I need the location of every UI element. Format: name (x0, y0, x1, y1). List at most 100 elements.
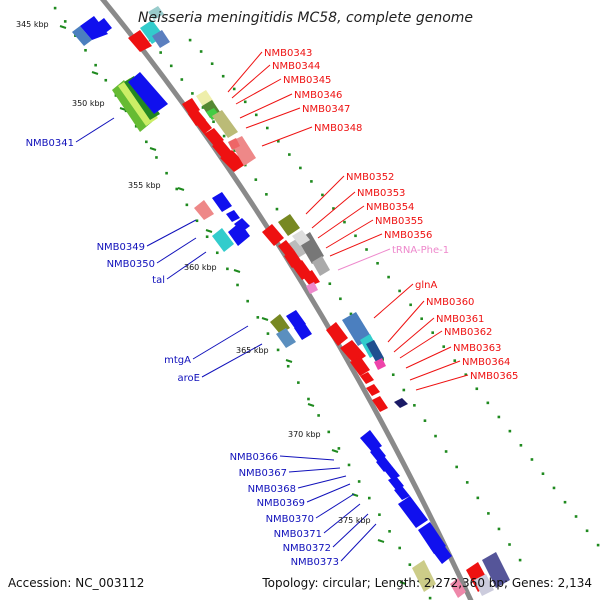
forward-gene-label: NMB0348 (314, 123, 362, 134)
gc-dot (201, 106, 205, 109)
label-connector (315, 493, 355, 519)
gc-dot (236, 283, 239, 287)
gc-dot (413, 404, 416, 407)
gc-dot (518, 558, 522, 562)
forward-gene-label: NMB0360 (426, 297, 474, 308)
gc-dot (286, 364, 290, 368)
forward-gene-label: NMB0363 (453, 343, 501, 354)
gc-dot (343, 220, 346, 224)
forward-gene-arrow (204, 128, 224, 146)
label-connector (245, 107, 301, 129)
tick-dash (307, 403, 315, 407)
reverse-gene-label: NMB0371 (274, 529, 322, 540)
accession-text: Accession: NC_003112 (8, 576, 144, 590)
reverse-gene-arrow (398, 496, 428, 528)
label-connector (288, 467, 341, 473)
kbp-tick-label: 350 kbp (72, 99, 105, 108)
gc-dot (53, 6, 57, 10)
tick-dash (149, 147, 157, 151)
gc-dot (585, 529, 589, 533)
genome-backbone (99, 0, 474, 600)
gc-dot (541, 472, 545, 475)
gc-dot (63, 20, 67, 23)
gc-dot (455, 465, 458, 469)
forward-gene-label: NMB0344 (272, 61, 320, 72)
cog-box (482, 552, 510, 588)
kbp-tick-label: 355 kbp (128, 181, 161, 190)
gc-dot (328, 282, 332, 286)
forward-gene-label: glnA (415, 280, 437, 291)
reverse-gene-arrow (72, 26, 92, 46)
gc-dot (275, 207, 279, 211)
forward-gene-label: NMB0356 (384, 230, 432, 241)
gc-dot (233, 149, 236, 152)
gc-dot (199, 50, 203, 53)
gc-dot (222, 134, 226, 138)
label-connector (239, 93, 293, 119)
gc-dot (508, 429, 512, 433)
label-connector (235, 78, 282, 105)
gc-dot (243, 100, 247, 104)
label-connector (156, 237, 197, 264)
gc-dot (453, 359, 457, 362)
reverse-gene-arrow (388, 476, 404, 490)
gc-dot (339, 297, 342, 301)
cog-box (228, 138, 240, 150)
gc-dot (226, 267, 229, 271)
tick-dash (205, 229, 213, 233)
gene-labels: NMB0343NMB0344NMB0345NMB0346NMB0347NMB03… (26, 48, 519, 568)
tick-dash (233, 269, 241, 273)
label-connector (373, 283, 414, 319)
forward-gene-arrow (326, 322, 348, 346)
kbp-tick-label: 375 kbp (338, 516, 371, 525)
gc-dot (212, 120, 215, 124)
forward-gene-arrow (366, 384, 380, 396)
forward-gene-label: NMB0362 (444, 327, 492, 338)
forward-gene-label: NMB0361 (436, 314, 484, 325)
label-connector (415, 374, 469, 391)
reverse-gene-arrow (360, 430, 382, 452)
forward-gene-arrow (350, 356, 370, 376)
reverse-gene-arrow (212, 192, 232, 212)
label-connector (306, 483, 351, 503)
label-connector (166, 251, 207, 280)
forward-gene-label: NMB0354 (366, 202, 414, 213)
gc-dot (354, 234, 357, 238)
reverse-gene-arrow (226, 210, 240, 222)
cog-box (212, 110, 238, 138)
gc-dot (195, 219, 199, 223)
gc-dot (508, 543, 511, 546)
cog-box (278, 214, 300, 236)
forward-gene-label: NMB0352 (346, 172, 394, 183)
label-connector (323, 503, 361, 534)
gc-dot (423, 419, 427, 422)
gc-dot (276, 348, 280, 352)
label-connector (227, 51, 263, 93)
gc-dot (387, 275, 390, 279)
label-connector (305, 175, 345, 215)
gc-dot (221, 74, 225, 78)
cog-box (474, 574, 494, 596)
label-connector (393, 317, 435, 353)
forward-gene-label: NMB0364 (462, 357, 510, 368)
forward-gene-label: NMB0353 (357, 188, 405, 199)
gc-dot (327, 430, 331, 434)
forward-gene-label: NMB0347 (302, 104, 350, 115)
forward-gene-arrow (220, 150, 246, 172)
gc-dot (256, 316, 260, 319)
tick-dash (285, 359, 293, 363)
gc-dot (288, 153, 291, 156)
label-connector (325, 219, 374, 249)
tick-dash (399, 581, 407, 585)
tick-dashes (59, 25, 407, 585)
label-connector (387, 300, 425, 343)
gc-dot (349, 312, 353, 316)
label-connector (409, 360, 461, 381)
forward-gene-label: NMB0355 (375, 216, 423, 227)
gc-dot (398, 546, 401, 550)
reverse-gene-label: NMB0349 (97, 242, 145, 253)
gc-dot (408, 563, 412, 566)
gc-dot (246, 299, 249, 303)
gc-dot (563, 500, 567, 504)
